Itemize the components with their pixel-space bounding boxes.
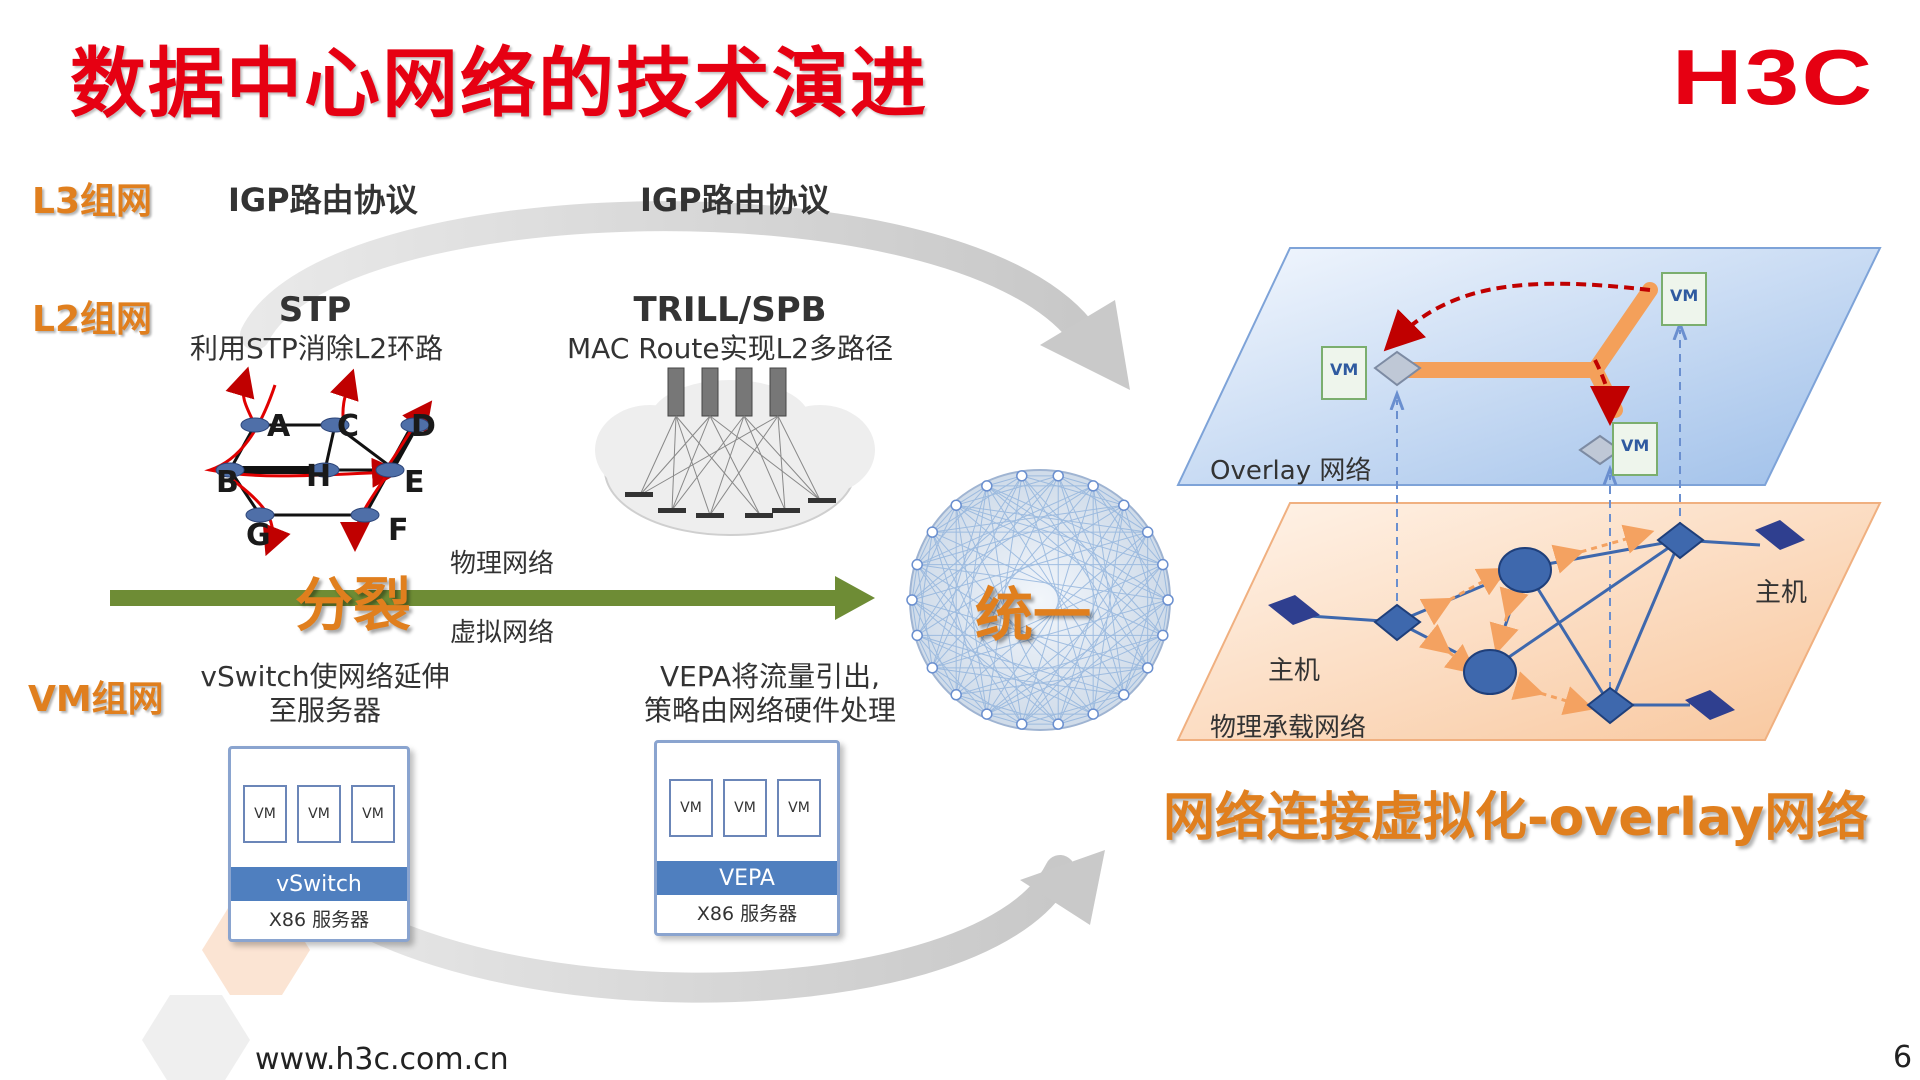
vswitch-server: VM VM VM vSwitch X86 服务器 <box>228 746 410 942</box>
vm-box: VM <box>243 785 287 843</box>
l2-left-title: STP <box>278 290 352 330</box>
host-icon <box>1755 520 1805 550</box>
mesh-node <box>926 526 939 538</box>
overlay-caption: 网络连接虚拟化-overlay网络 <box>1163 788 1869 848</box>
vswitch-desc-line2: 至服务器 <box>268 694 381 727</box>
vepa-bar: VEPA <box>657 861 837 895</box>
host-label-left: 主机 <box>1268 656 1321 686</box>
stp-node-b: B <box>216 465 239 500</box>
vm-box: VM <box>669 779 713 837</box>
page-number: 6 <box>1893 1040 1913 1075</box>
mesh-node <box>911 629 923 642</box>
mesh-node <box>1118 499 1130 511</box>
mesh-node <box>1052 718 1064 730</box>
mesh-node <box>981 480 993 492</box>
stp-node-a: A <box>267 409 291 444</box>
server-label: X86 服务器 <box>696 902 798 925</box>
green-arrow-shaft <box>110 590 840 606</box>
footer-url[interactable]: www.h3c.com.cn <box>255 1042 509 1077</box>
vepa-desc-line2: 策略由网络硬件处理 <box>643 694 896 727</box>
stp-node-e: E <box>404 465 425 500</box>
virtual-network-label: 虚拟网络 <box>450 618 555 648</box>
overlay-diagram: VM VM VM <box>1176 247 1882 741</box>
vswitch-bar: vSwitch <box>231 867 407 901</box>
overlay-vm-label: VM <box>1621 436 1649 455</box>
overlay-vm-label: VM <box>1670 286 1698 305</box>
mesh-node <box>1016 470 1028 482</box>
upper-curved-arrowhead <box>1040 300 1130 390</box>
overlay-plane-label: Overlay 网络 <box>1210 456 1372 486</box>
row-label-vm: VM组网 <box>28 679 164 720</box>
mesh-node <box>906 594 918 606</box>
vm-box: VM <box>723 779 767 837</box>
mesh-node <box>1157 629 1169 642</box>
vm-box: VM <box>351 785 395 843</box>
mesh-node <box>1157 558 1169 571</box>
trill-cloud <box>595 367 875 536</box>
row-label-l2: L2组网 <box>32 299 152 340</box>
physical-plane-label: 物理承载网络 <box>1210 713 1367 743</box>
vepa-server: VM VM VM VEPA X86 服务器 <box>654 740 840 936</box>
mesh-node <box>911 558 923 571</box>
upper-curved-arrow <box>240 201 1095 350</box>
stp-node-c: C <box>337 409 359 444</box>
stp-node-d: D <box>411 409 436 444</box>
mesh-node <box>1141 662 1154 674</box>
vm-box: VM <box>297 785 341 843</box>
h3c-logo: H3C <box>1672 33 1875 121</box>
decor-hexagon <box>142 995 250 1080</box>
mesh-node <box>950 499 962 511</box>
l3-left-igp: IGP路由协议 <box>228 181 418 219</box>
vepa-desc: VEPA将流量引出, 策略由网络硬件处理 <box>620 660 920 728</box>
vswitch-desc: vSwitch使网络延伸 至服务器 <box>180 660 470 728</box>
mesh-node <box>981 708 993 720</box>
vm-box: VM <box>777 779 821 837</box>
stp-node-f: F <box>388 513 409 548</box>
physical-plane <box>1176 502 1882 741</box>
physical-network-label: 物理网络 <box>450 549 555 579</box>
l2-right-desc: MAC Route实现L2多路径 <box>567 332 893 365</box>
stp-node-g: G <box>246 518 271 553</box>
mesh-node <box>926 662 939 674</box>
globe-mesh <box>906 469 1174 731</box>
lower-curved-arrowhead <box>1020 850 1105 925</box>
l2-right-title: TRILL/SPB <box>633 290 827 330</box>
green-arrow-head <box>835 576 875 620</box>
mesh-node <box>1087 480 1099 492</box>
page-title: 数据中心网络的技术演进 <box>70 39 928 128</box>
server-label: X86 服务器 <box>268 908 370 931</box>
mesh-node <box>1016 718 1028 730</box>
vepa-desc-line1: VEPA将流量引出, <box>660 660 880 693</box>
unify-label: 统一 <box>975 581 1092 649</box>
vswitch-desc-line1: vSwitch使网络延伸 <box>200 660 450 693</box>
l2-left-desc: 利用STP消除L2环路 <box>190 332 444 365</box>
mesh-node <box>1052 470 1064 482</box>
split-label: 分裂 <box>295 571 412 639</box>
stp-topology: A C D B H E G F <box>204 366 436 557</box>
row-label-l3: L3组网 <box>32 181 152 222</box>
mesh-node <box>1162 594 1174 606</box>
mesh-node <box>1141 526 1154 538</box>
host-icon <box>1268 595 1320 625</box>
mesh-node <box>950 689 962 701</box>
overlay-vm-label: VM <box>1330 360 1358 379</box>
stp-node-h: H <box>306 459 331 494</box>
host-label-right: 主机 <box>1755 578 1808 608</box>
mesh-node <box>1118 689 1130 701</box>
l3-right-igp: IGP路由协议 <box>640 181 830 219</box>
mesh-node <box>1087 708 1099 720</box>
host-icon <box>1685 690 1735 720</box>
